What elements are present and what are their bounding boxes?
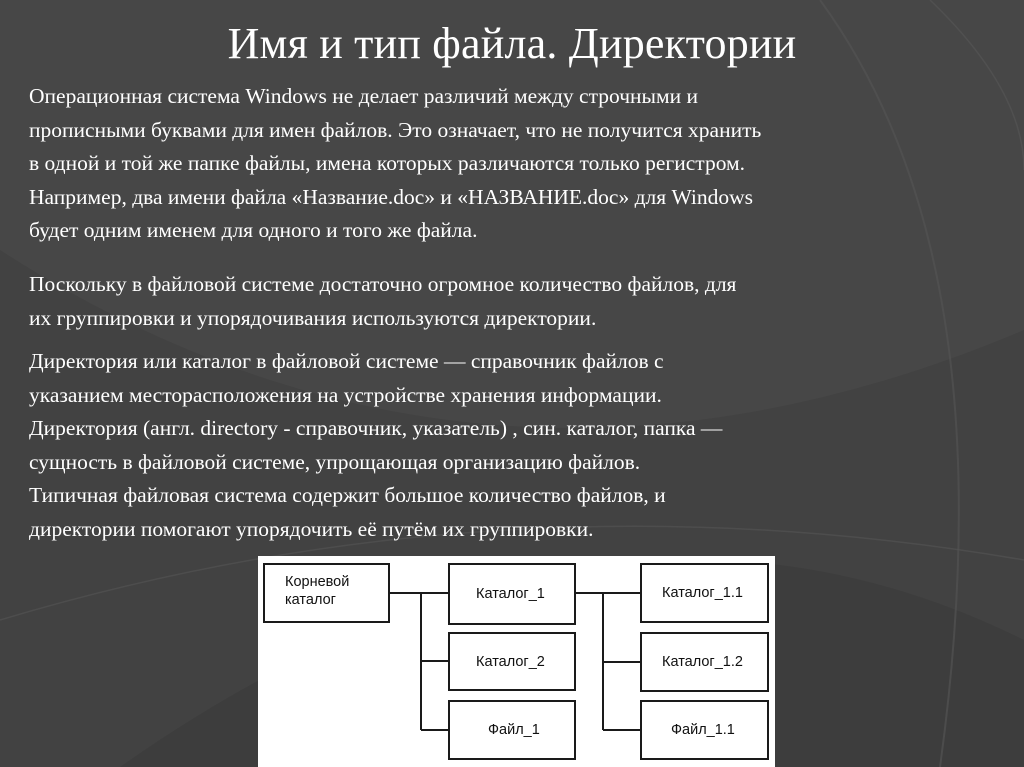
text-line: Типичная файловая система содержит больш…: [29, 483, 666, 507]
text-line: их группировки и упорядочивания использу…: [29, 305, 597, 330]
node-label-file-1-1: Файл_1.1: [671, 722, 735, 738]
root-node-label-line: каталог: [285, 592, 336, 608]
text-line: указанием месторасположения на устройств…: [29, 382, 662, 407]
text-line: прописными буквами для имен файлов. Это …: [29, 117, 762, 142]
text-line: Директория (англ. directory - справочник…: [29, 416, 723, 440]
paragraph-windows-case: Операционная система Windows не делает р…: [29, 80, 999, 248]
node-label-catalog-1: Каталог_1: [476, 586, 545, 602]
node-label-file-1: Файл_1: [488, 722, 540, 738]
node-label-catalog-1-2: Каталог_1.2: [662, 654, 743, 670]
paragraph-directories-purpose: Поскольку в файловой системе достаточно …: [29, 268, 999, 335]
text-line: директории помогают упорядочить её путём…: [29, 516, 594, 541]
directory-tree-diagram: Корневой каталог Каталог_1 Каталог_2 Фай…: [258, 556, 775, 767]
text-line: сущность в файловой системе, упрощающая …: [29, 449, 641, 474]
root-node-label: Корневой каталог: [285, 573, 349, 609]
text-line: Операционная система Windows не делает р…: [29, 84, 698, 108]
diagram-shapes: [263, 563, 769, 760]
text-line: Директория или каталог в файловой систем…: [29, 349, 664, 373]
node-label-catalog-1-1: Каталог_1.1: [662, 585, 743, 601]
text-line: Поскольку в файловой системе достаточно …: [29, 272, 737, 296]
text-line: в одной и той же папке файлы, имена кото…: [29, 151, 746, 175]
root-node-label-line: Корневой: [285, 574, 350, 590]
node-label-catalog-2: Каталог_2: [476, 654, 545, 670]
text-line: будет одним именем для одного и того же …: [29, 218, 478, 242]
paragraph-directory-definition: Директория или каталог в файловой систем…: [29, 345, 999, 546]
text-line: Например, два имени файла «Название.doc»…: [29, 184, 754, 209]
slide-title: Имя и тип файла. Директории: [227, 19, 797, 68]
